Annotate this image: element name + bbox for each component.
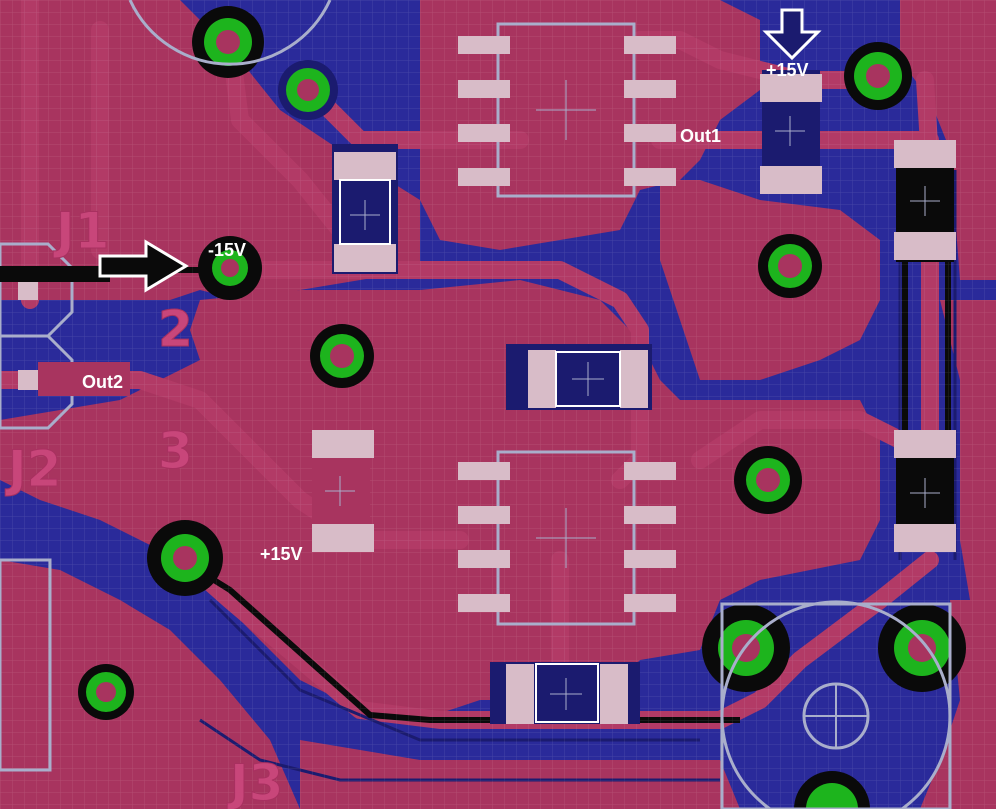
pad bbox=[458, 168, 510, 186]
pad bbox=[624, 550, 676, 568]
capacitor-horizontal-1 bbox=[506, 344, 652, 410]
pad bbox=[458, 594, 510, 612]
ic-u1 bbox=[458, 22, 676, 198]
ic-u1-outline bbox=[496, 22, 636, 198]
pad bbox=[624, 36, 676, 54]
pad bbox=[624, 594, 676, 612]
label-neg15v: -15V bbox=[208, 240, 246, 260]
pad bbox=[624, 124, 676, 142]
ic-u2 bbox=[458, 450, 676, 626]
via bbox=[758, 234, 822, 298]
pad bbox=[458, 36, 510, 54]
silk-pin-2: 2 bbox=[158, 300, 193, 358]
via bbox=[78, 664, 134, 720]
silk-j2: J2 bbox=[5, 440, 61, 498]
silk-j3: J3 bbox=[227, 754, 283, 809]
silkscreen: J1 2 J2 3 J3 bbox=[5, 202, 284, 809]
smd-passives bbox=[312, 70, 956, 724]
label-pos15v-mid: +15V bbox=[260, 544, 303, 564]
pad bbox=[458, 124, 510, 142]
ic-u2-center-mark bbox=[536, 508, 596, 568]
connector-j1-j2 bbox=[0, 242, 130, 772]
annotations: -15V +15V Out1 Out2 +15V bbox=[82, 60, 809, 564]
ic-u1-pads bbox=[458, 36, 676, 186]
pad bbox=[458, 506, 510, 524]
pad bbox=[624, 168, 676, 186]
ic-u2-outline bbox=[496, 450, 636, 626]
arrow-right-icon bbox=[98, 239, 189, 293]
arrow-down-icon bbox=[762, 8, 822, 61]
pad bbox=[624, 506, 676, 524]
pad bbox=[458, 80, 510, 98]
pad bbox=[624, 80, 676, 98]
resistor-vertical-5 bbox=[894, 430, 956, 552]
pad bbox=[458, 462, 510, 480]
via bbox=[147, 520, 223, 596]
label-out1: Out1 bbox=[680, 126, 721, 146]
component-outlines bbox=[128, 0, 952, 809]
trimmer-body-outline bbox=[720, 602, 952, 809]
silk-j1: J1 bbox=[53, 202, 109, 260]
capacitor-horizontal-2 bbox=[490, 662, 640, 724]
label-out2: Out2 bbox=[82, 372, 123, 392]
resistor-vertical-2 bbox=[760, 70, 822, 194]
silk-pin-3: 3 bbox=[158, 422, 193, 480]
left-connector-outline bbox=[0, 558, 52, 772]
ic-u2-pads bbox=[458, 462, 676, 612]
via bbox=[310, 324, 374, 388]
label-pos15v-top: +15V bbox=[766, 60, 809, 80]
resistor-vertical-1 bbox=[332, 144, 398, 274]
j2-pad bbox=[18, 370, 38, 390]
j1-pad bbox=[18, 280, 38, 300]
j2-outline bbox=[0, 334, 74, 430]
top-left-arc-outline bbox=[128, 0, 332, 66]
resistor-vertical-3 bbox=[312, 430, 374, 552]
vias bbox=[78, 6, 966, 809]
resistor-vertical-4 bbox=[894, 140, 956, 262]
via bbox=[192, 6, 264, 78]
via bbox=[278, 60, 338, 120]
j1-outline bbox=[0, 242, 74, 338]
ic-u1-center-mark bbox=[536, 80, 596, 140]
via bbox=[198, 236, 262, 300]
via bbox=[794, 771, 870, 809]
via bbox=[734, 446, 802, 514]
pad bbox=[624, 462, 676, 480]
pad bbox=[458, 550, 510, 568]
via bbox=[844, 42, 912, 110]
